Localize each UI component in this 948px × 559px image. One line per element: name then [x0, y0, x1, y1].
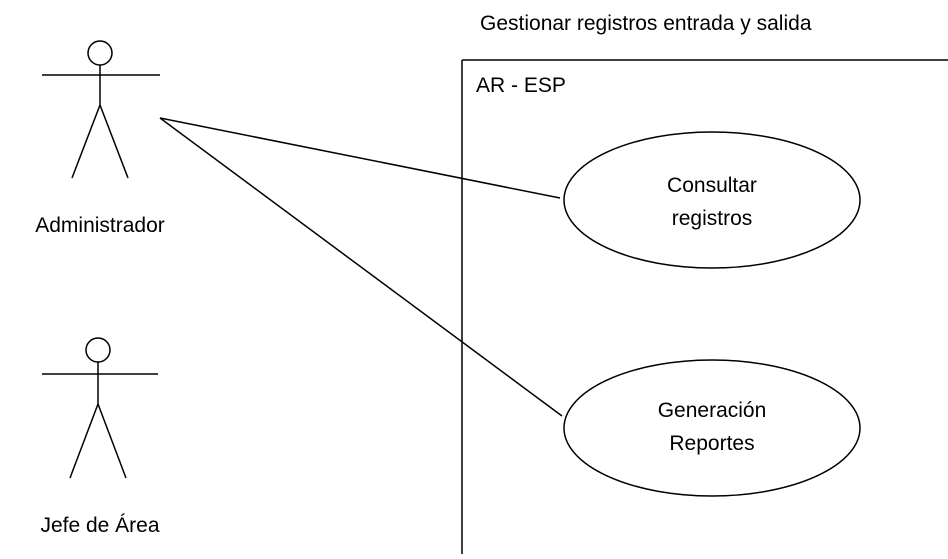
actor-jefe-de-area[interactable]: Jefe de Área	[40, 337, 160, 537]
use-case-generacion-reportes[interactable]: Generación Reportes	[563, 359, 861, 497]
actor-label-administrador: Administrador	[35, 214, 165, 237]
associations	[159, 117, 563, 417]
use-case-label-line-2: registros	[672, 207, 753, 230]
stick-figure-icon	[42, 40, 160, 179]
use-case-consultar-registros[interactable]: Consultar registros	[563, 131, 861, 269]
use-case-label-line-1: Consultar	[667, 174, 757, 197]
use-case-ellipse	[563, 359, 861, 497]
system-label: AR - ESP	[476, 74, 566, 97]
use-case-label-line-1: Generación	[658, 399, 767, 422]
use-case-label-line-2: Reportes	[669, 432, 754, 455]
use-case-ellipse	[563, 131, 861, 269]
diagram-title: Gestionar registros entrada y salida	[480, 12, 812, 35]
actor-administrador[interactable]: Administrador	[35, 40, 165, 237]
association-administrador-generacion	[159, 117, 563, 417]
association-administrador-consultar	[159, 117, 561, 199]
actor-label-jefe-de-area: Jefe de Área	[40, 514, 159, 537]
stick-figure-icon	[42, 337, 158, 479]
system-boundary: AR - ESP	[461, 59, 948, 554]
